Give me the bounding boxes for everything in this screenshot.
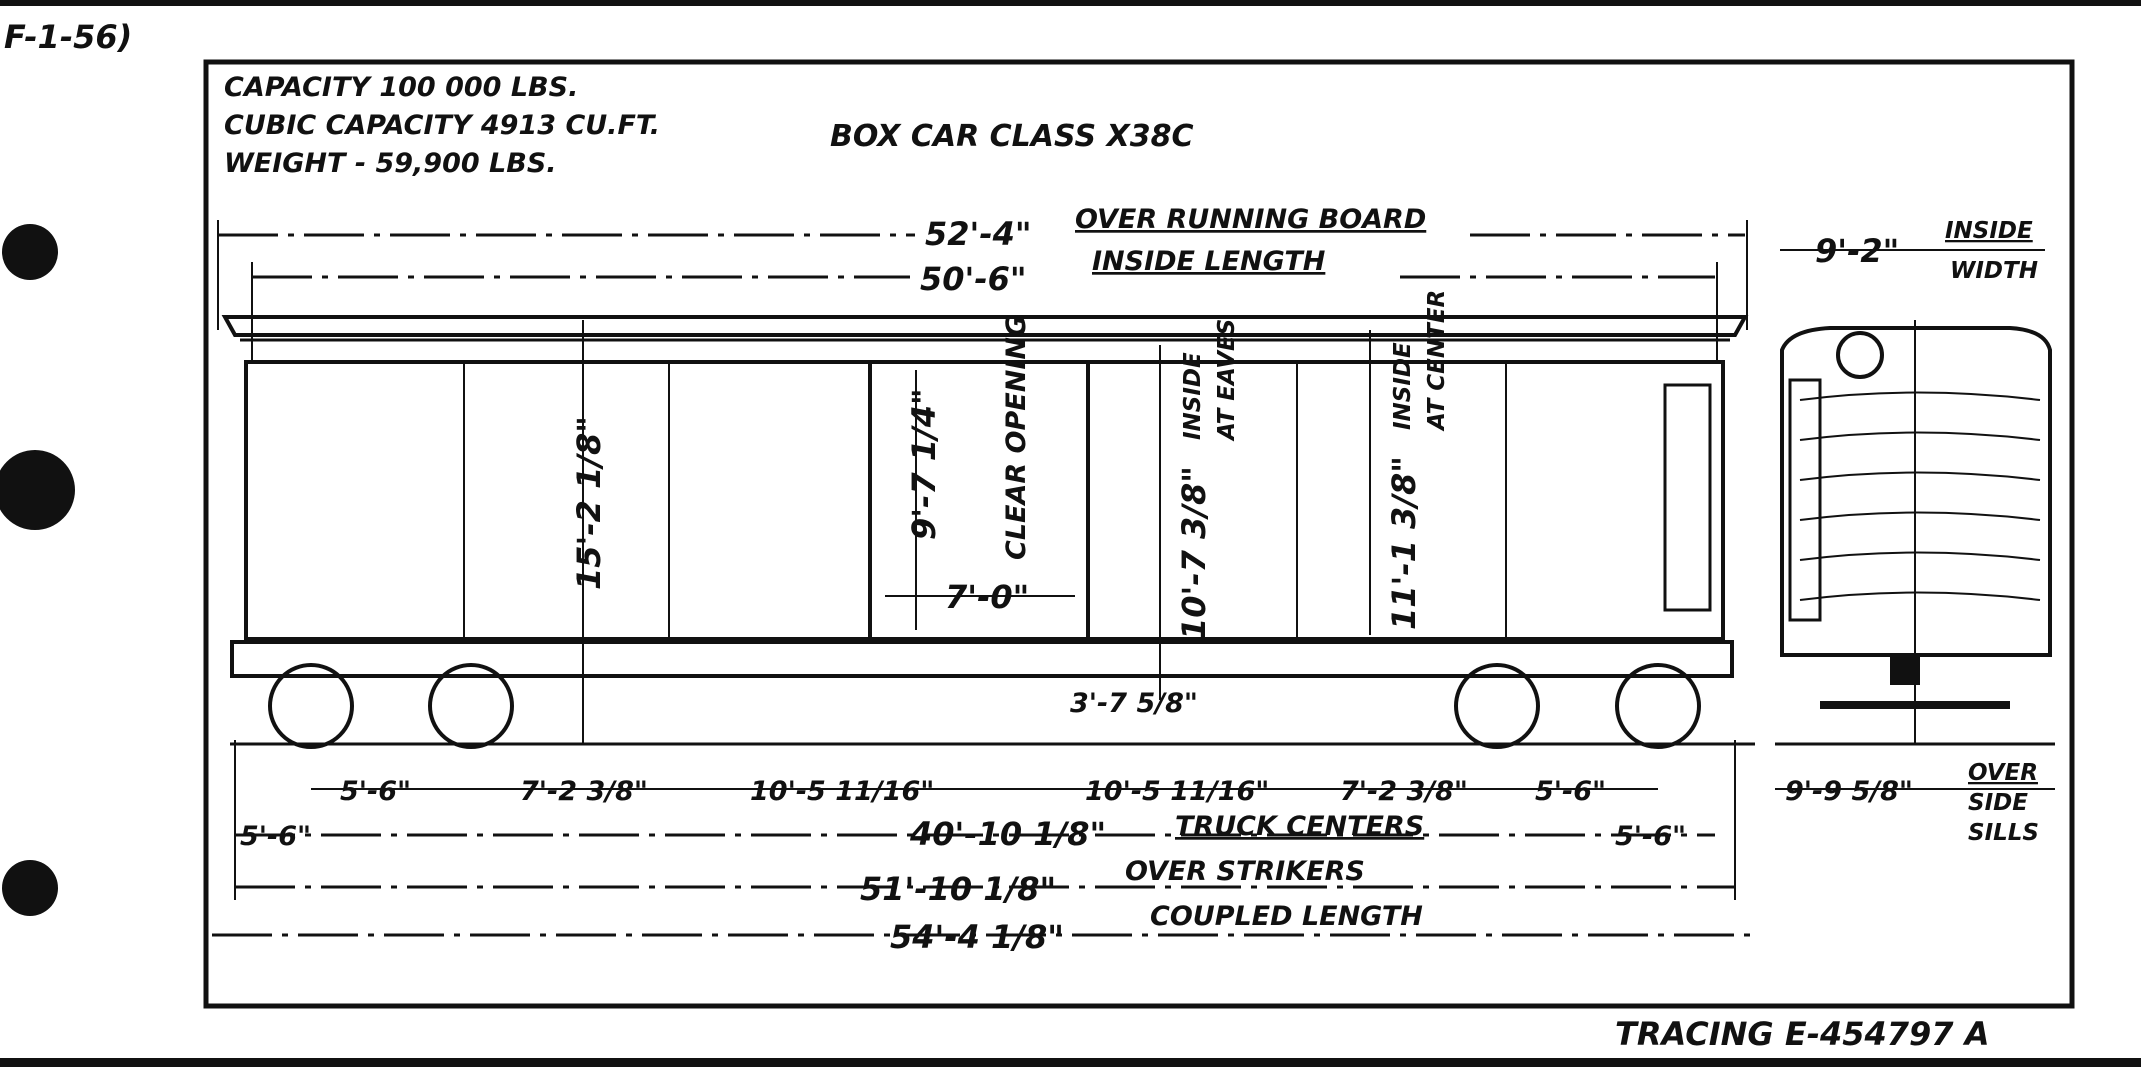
wheel <box>428 663 514 749</box>
segment-dimensions: 5'-6" 7'-2 3/8" 10'-5 11/16" 10'-5 11/16… <box>311 776 1658 807</box>
inside-eaves-dimension: 10'-7 3/8" <box>1175 466 1213 640</box>
car-end-view <box>1780 320 2052 744</box>
drawing-title: BOX CAR CLASS X38C <box>830 119 1194 154</box>
svg-text:OVER RUNNING BOARD: OVER RUNNING BOARD <box>1075 204 1426 235</box>
svg-text:COUPLED LENGTH: COUPLED LENGTH <box>1150 901 1423 932</box>
inside-center-label: AT CENTER <box>1424 290 1450 432</box>
svg-text:INSIDE: INSIDE <box>1945 218 2033 244</box>
inside-width-dimension: 9'-2" INSIDE WIDTH <box>1780 218 2045 284</box>
inside-center-label: INSIDE <box>1390 342 1416 430</box>
drawing-frame <box>203 59 2075 1009</box>
svg-text:5'-6": 5'-6" <box>240 821 311 852</box>
tracing-number: TRACING E-454797 A <box>1615 1015 1989 1053</box>
door <box>868 360 1090 641</box>
svg-text:TRUCK CENTERS: TRUCK CENTERS <box>1175 811 1424 842</box>
svg-text:40'-10 1/8": 40'-10 1/8" <box>909 815 1106 853</box>
sheet-ref: F-1-56) <box>4 18 132 56</box>
svg-text:INSIDE LENGTH: INSIDE LENGTH <box>1092 246 1326 277</box>
punch-hole <box>2 860 58 916</box>
svg-text:52'-4": 52'-4" <box>925 215 1032 253</box>
over-strikers-dimension: 51'-10 1/8" OVER STRIKERS <box>234 740 1736 908</box>
wheel <box>1454 663 1540 749</box>
svg-text:7'-2 3/8": 7'-2 3/8" <box>520 776 648 807</box>
svg-text:5'-6": 5'-6" <box>1615 821 1686 852</box>
punch-hole <box>0 450 75 530</box>
floor-height-dimension: 3'-7 5/8" <box>1070 688 1198 719</box>
svg-text:50'-6": 50'-6" <box>920 260 1027 298</box>
door-height-dimension: 9'-7 1/4" <box>905 388 943 540</box>
capacity-text: CAPACITY 100 000 LBS. <box>224 72 578 103</box>
wheels <box>268 663 1701 749</box>
cubic-capacity-text: CUBIC CAPACITY 4913 CU.FT. <box>224 110 660 141</box>
punch-hole <box>2 224 58 280</box>
svg-text:5'-6": 5'-6" <box>340 776 411 807</box>
svg-text:WIDTH: WIDTH <box>1950 258 2038 284</box>
svg-text:10'-5 11/16": 10'-5 11/16" <box>750 776 934 807</box>
ladder <box>1663 383 1712 612</box>
svg-text:SIDE: SIDE <box>1968 790 2028 816</box>
inside-length-dimension: 50'-6" INSIDE LENGTH <box>251 246 1718 360</box>
top-edge <box>0 0 2141 6</box>
inside-eaves-label: INSIDE <box>1180 352 1206 440</box>
clear-opening-label: CLEAR OPENING <box>1001 315 1032 560</box>
svg-text:5'-6": 5'-6" <box>1535 776 1606 807</box>
truck-centers-dimension: 5'-6" 40'-10 1/8" TRUCK CENTERS 5'-6" <box>235 811 1715 853</box>
svg-text:10'-5 11/16": 10'-5 11/16" <box>1085 776 1269 807</box>
svg-text:54'-4 1/8": 54'-4 1/8" <box>890 918 1064 956</box>
weight-text: WEIGHT - 59,900 LBS. <box>224 148 557 179</box>
svg-text:7'-2 3/8": 7'-2 3/8" <box>1340 776 1468 807</box>
over-side-sills-dimension: 9'-9 5/8" OVER SIDE SILLS <box>1775 760 2055 846</box>
svg-text:9'-9 5/8": 9'-9 5/8" <box>1785 776 1913 807</box>
rail-to-roof-dimension: 15'-2 1/8" <box>570 416 608 590</box>
bottom-edge <box>0 1058 2141 1067</box>
svg-text:OVER STRIKERS: OVER STRIKERS <box>1125 856 1365 887</box>
svg-text:9'-2": 9'-2" <box>1815 232 1899 270</box>
door-width-dimension: 7'-0" <box>945 578 1029 616</box>
svg-text:SILLS: SILLS <box>1968 820 2039 846</box>
svg-text:OVER: OVER <box>1968 760 2038 786</box>
over-running-board-dimension: 52'-4" OVER RUNNING BOARD <box>217 204 1748 330</box>
inside-eaves-label: AT EAVES <box>1214 319 1240 442</box>
wheel <box>268 663 354 749</box>
svg-text:51'-10 1/8": 51'-10 1/8" <box>860 870 1056 908</box>
coupled-length-dimension: 54'-4 1/8" COUPLED LENGTH <box>212 901 1760 956</box>
inside-center-dimension: 11'-1 3/8" <box>1385 456 1423 630</box>
underframe <box>230 640 1734 678</box>
wheel <box>1615 663 1701 749</box>
